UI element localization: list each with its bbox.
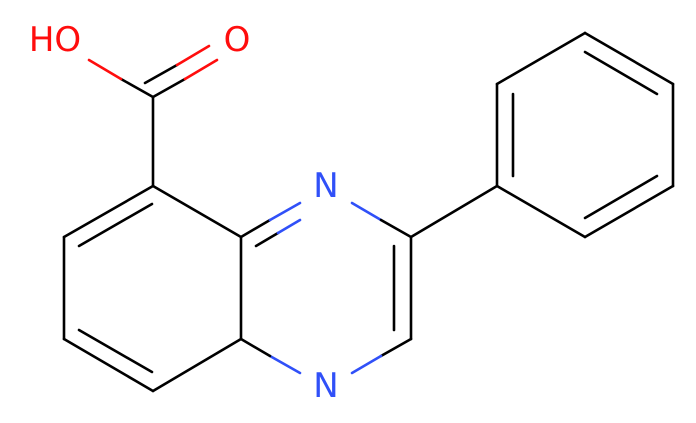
atom-label-carbonyl-oxygen: O [224, 20, 251, 60]
bond-cacid-o-a1 [151, 77, 187, 99]
atom-label-hydroxyl: HO [29, 20, 81, 60]
pyrazine-ring [239, 201, 413, 375]
bond-ph-2-3 [495, 31, 587, 86]
bond-n1-c2 [379, 218, 413, 239]
bond-c4a-c5 [151, 184, 243, 239]
bond-cacid-o-a2 [143, 63, 179, 85]
bond-c4a-n1-inner [254, 231, 280, 248]
atom-label-nitrogen-1: N [313, 166, 338, 206]
carboxyl-group [87, 44, 219, 188]
bond-ph-3-4 [583, 31, 675, 86]
bond-cacid-oh-a [119, 77, 155, 99]
bond-c4a-n1-n [268, 201, 302, 222]
bond-cacid-o-b2 [175, 44, 211, 67]
bond-n1-c2-n [350, 201, 383, 222]
bond-c5-c6-inner [77, 202, 154, 248]
bond-c7-c8-inner [77, 328, 154, 374]
atom-label-nitrogen-4: N [313, 366, 338, 406]
phenyl-ring [409, 31, 675, 239]
bond-c2-cipso [409, 184, 499, 239]
bond-cacid-o-b1 [183, 58, 219, 81]
bond-ph-3-4-inner [583, 50, 659, 96]
bond-ph-5-6-inner [583, 174, 659, 220]
benzo-ring [62, 184, 243, 393]
bond-c5-c6 [62, 184, 155, 239]
bond-c8-c8a [151, 337, 243, 393]
bond-ph-6-1 [495, 184, 587, 239]
bond-n4-c8a [239, 337, 272, 358]
bond-c4a-n1-inner-n [276, 218, 302, 235]
bond-c7-c8 [62, 337, 155, 393]
bond-ph-5-6 [583, 184, 675, 239]
bond-c3-n4-n [350, 354, 383, 375]
bond-c3-n4 [379, 337, 413, 358]
bond-n4-c8a-n [268, 354, 302, 375]
bond-cacid-oh-b [87, 58, 123, 81]
bond-c4a-n1 [239, 218, 272, 239]
